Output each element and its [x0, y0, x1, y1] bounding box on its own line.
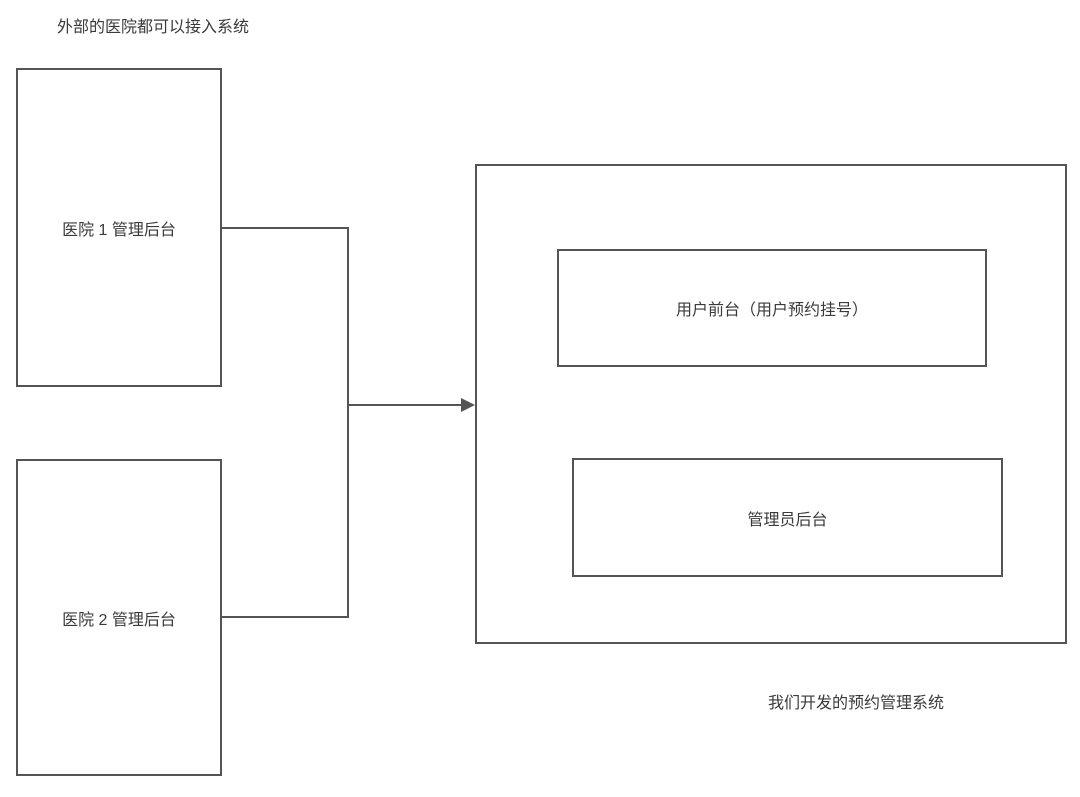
- bottom-annotation: 我们开发的预约管理系统: [768, 695, 945, 712]
- top-annotation: 外部的医院都可以接入系统: [57, 19, 250, 36]
- node-admin-backend: 管理员后台: [572, 458, 1003, 577]
- node-hospital-2-label: 医院 2 管理后台: [62, 611, 176, 629]
- node-user-frontend: 用户前台（用户预约挂号）: [557, 249, 987, 367]
- node-hospital-2: 医院 2 管理后台: [16, 459, 222, 776]
- connector-merge-vertical: [347, 227, 349, 618]
- node-hospital-1-label: 医院 1 管理后台: [62, 221, 176, 239]
- arrow-head-icon: [461, 398, 475, 412]
- connector-arrow-shaft: [347, 404, 463, 406]
- node-user-frontend-label: 用户前台（用户预约挂号）: [675, 302, 868, 319]
- node-hospital-1: 医院 1 管理后台: [16, 68, 222, 387]
- node-admin-backend-label: 管理员后台: [747, 511, 828, 529]
- node-system-container: [475, 164, 1067, 644]
- connector-hospital1-horizontal: [221, 227, 348, 229]
- connector-hospital2-horizontal: [221, 616, 348, 618]
